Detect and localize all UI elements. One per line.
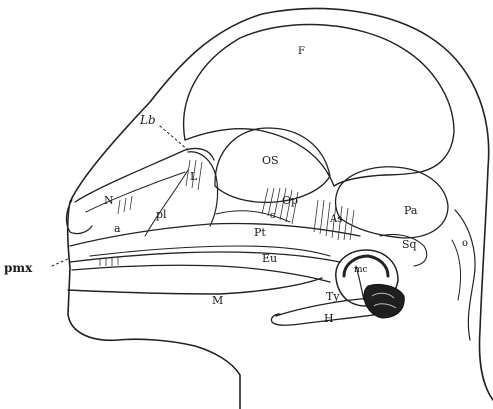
label-hyoid: H (324, 312, 334, 325)
pterygoid-line (216, 211, 290, 222)
frontal-bone-outline (184, 25, 454, 186)
label-frontal: F (298, 46, 305, 57)
label-eustachian: Eu (262, 252, 277, 265)
label-occipital: o (462, 238, 468, 249)
label-meckel: mc (354, 265, 368, 275)
label-parietal: Pa (404, 204, 418, 217)
label-c: c (270, 211, 275, 221)
label-palatine: pl (156, 208, 167, 221)
label-a: a (114, 222, 121, 235)
tongue-line (90, 246, 330, 256)
lacrimal-outline (188, 152, 218, 226)
label-mandible: M (212, 294, 223, 307)
periotic-mass (364, 284, 404, 318)
label-premaxilla: pmx (4, 261, 33, 275)
mandible-lower (68, 278, 322, 294)
parietal-outline (336, 167, 449, 238)
label-lambdoid: Lb (139, 113, 156, 127)
shading-hatch (100, 160, 354, 266)
label-squamosal: Sq (402, 238, 417, 251)
nasal-inner (86, 172, 185, 212)
label-nasal: N (104, 194, 114, 207)
label-tympanic: Ty (326, 290, 340, 303)
label-orbitosphenoid: OS (262, 154, 279, 167)
label-optic: Op (282, 194, 298, 207)
pmx-pointer (52, 258, 70, 266)
mandible-upper (72, 265, 330, 282)
head-outline (68, 9, 493, 409)
label-lacrimal: L (190, 170, 198, 183)
occipital-inner (452, 240, 460, 300)
label-pterygoid: Pt (254, 226, 266, 239)
occipital-outline (455, 210, 475, 340)
label-alisphenoid: As (329, 214, 342, 225)
